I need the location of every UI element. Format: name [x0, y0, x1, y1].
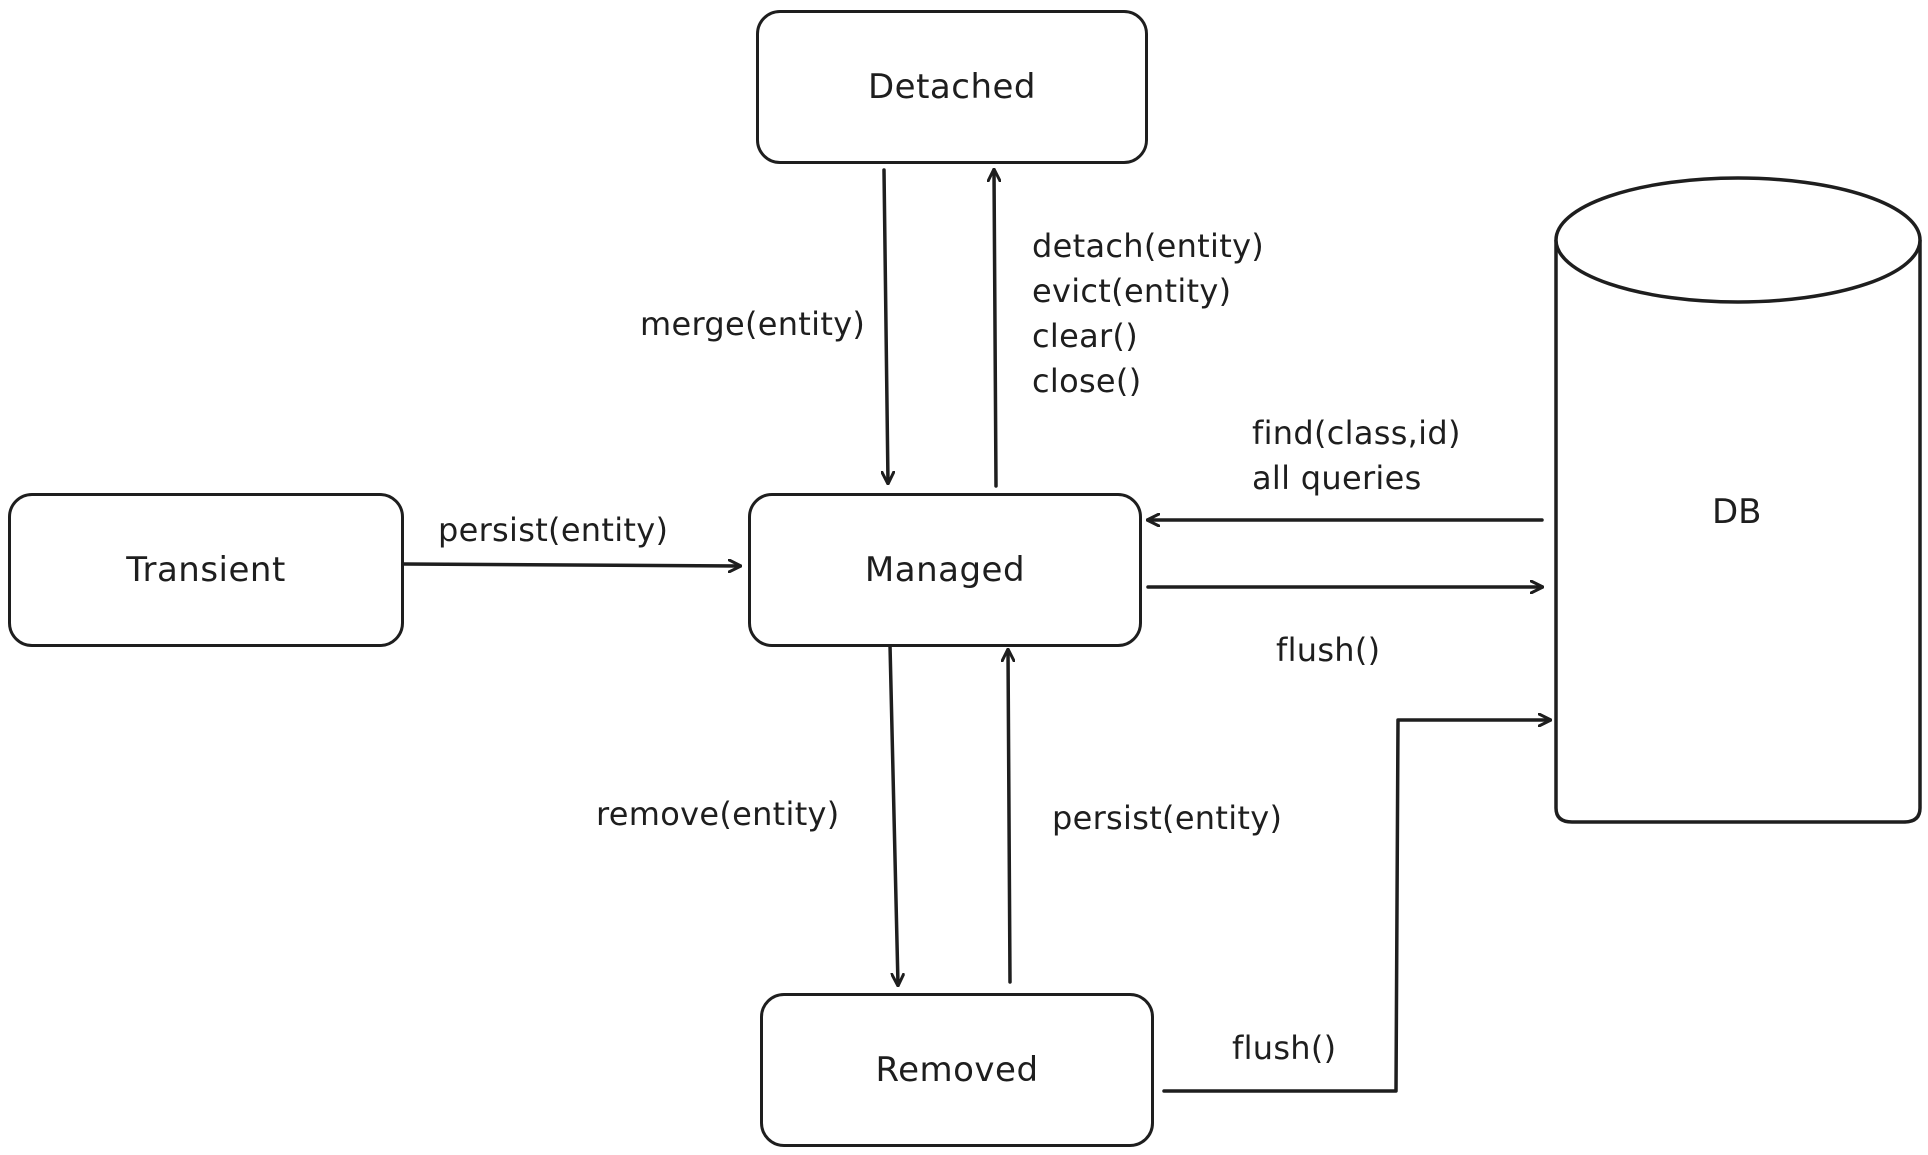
label-find-group: find(class,id) all queries [1252, 411, 1461, 501]
node-transient[interactable]: Transient [8, 493, 404, 647]
label-clear: clear() [1032, 317, 1139, 355]
label-close: close() [1032, 362, 1142, 400]
label-persist-transient: persist(entity) [438, 511, 669, 549]
node-transient-label: Transient [126, 550, 286, 590]
node-db-label: DB [1712, 492, 1762, 532]
label-flush-removed: flush() [1232, 1029, 1337, 1067]
node-managed-label: Managed [864, 550, 1026, 590]
label-evict: evict(entity) [1032, 272, 1232, 310]
arrow-merge [884, 168, 888, 483]
label-remove: remove(entity) [596, 795, 840, 833]
node-removed-label: Removed [875, 1050, 1039, 1090]
label-all-queries: all queries [1252, 459, 1422, 497]
node-managed[interactable]: Managed [748, 493, 1142, 647]
arrow-persist-removed [1008, 650, 1010, 984]
label-persist-removed: persist(entity) [1052, 799, 1283, 837]
label-flush-managed: flush() [1276, 631, 1381, 669]
arrow-detach [994, 170, 996, 488]
node-detached-label: Detached [867, 67, 1036, 107]
label-detach: detach(entity) [1032, 227, 1265, 265]
node-detached[interactable]: Detached [756, 10, 1148, 164]
db-cylinder [1554, 176, 1922, 824]
arrow-persist-transient [402, 564, 740, 566]
node-removed[interactable]: Removed [760, 993, 1154, 1147]
arrow-remove [888, 643, 898, 985]
label-merge: merge(entity) [640, 305, 866, 343]
label-detach-group: detach(entity) evict(entity) clear() clo… [1032, 224, 1264, 404]
label-find: find(class,id) [1252, 414, 1461, 452]
arrow-flush-removed [1162, 720, 1550, 1093]
